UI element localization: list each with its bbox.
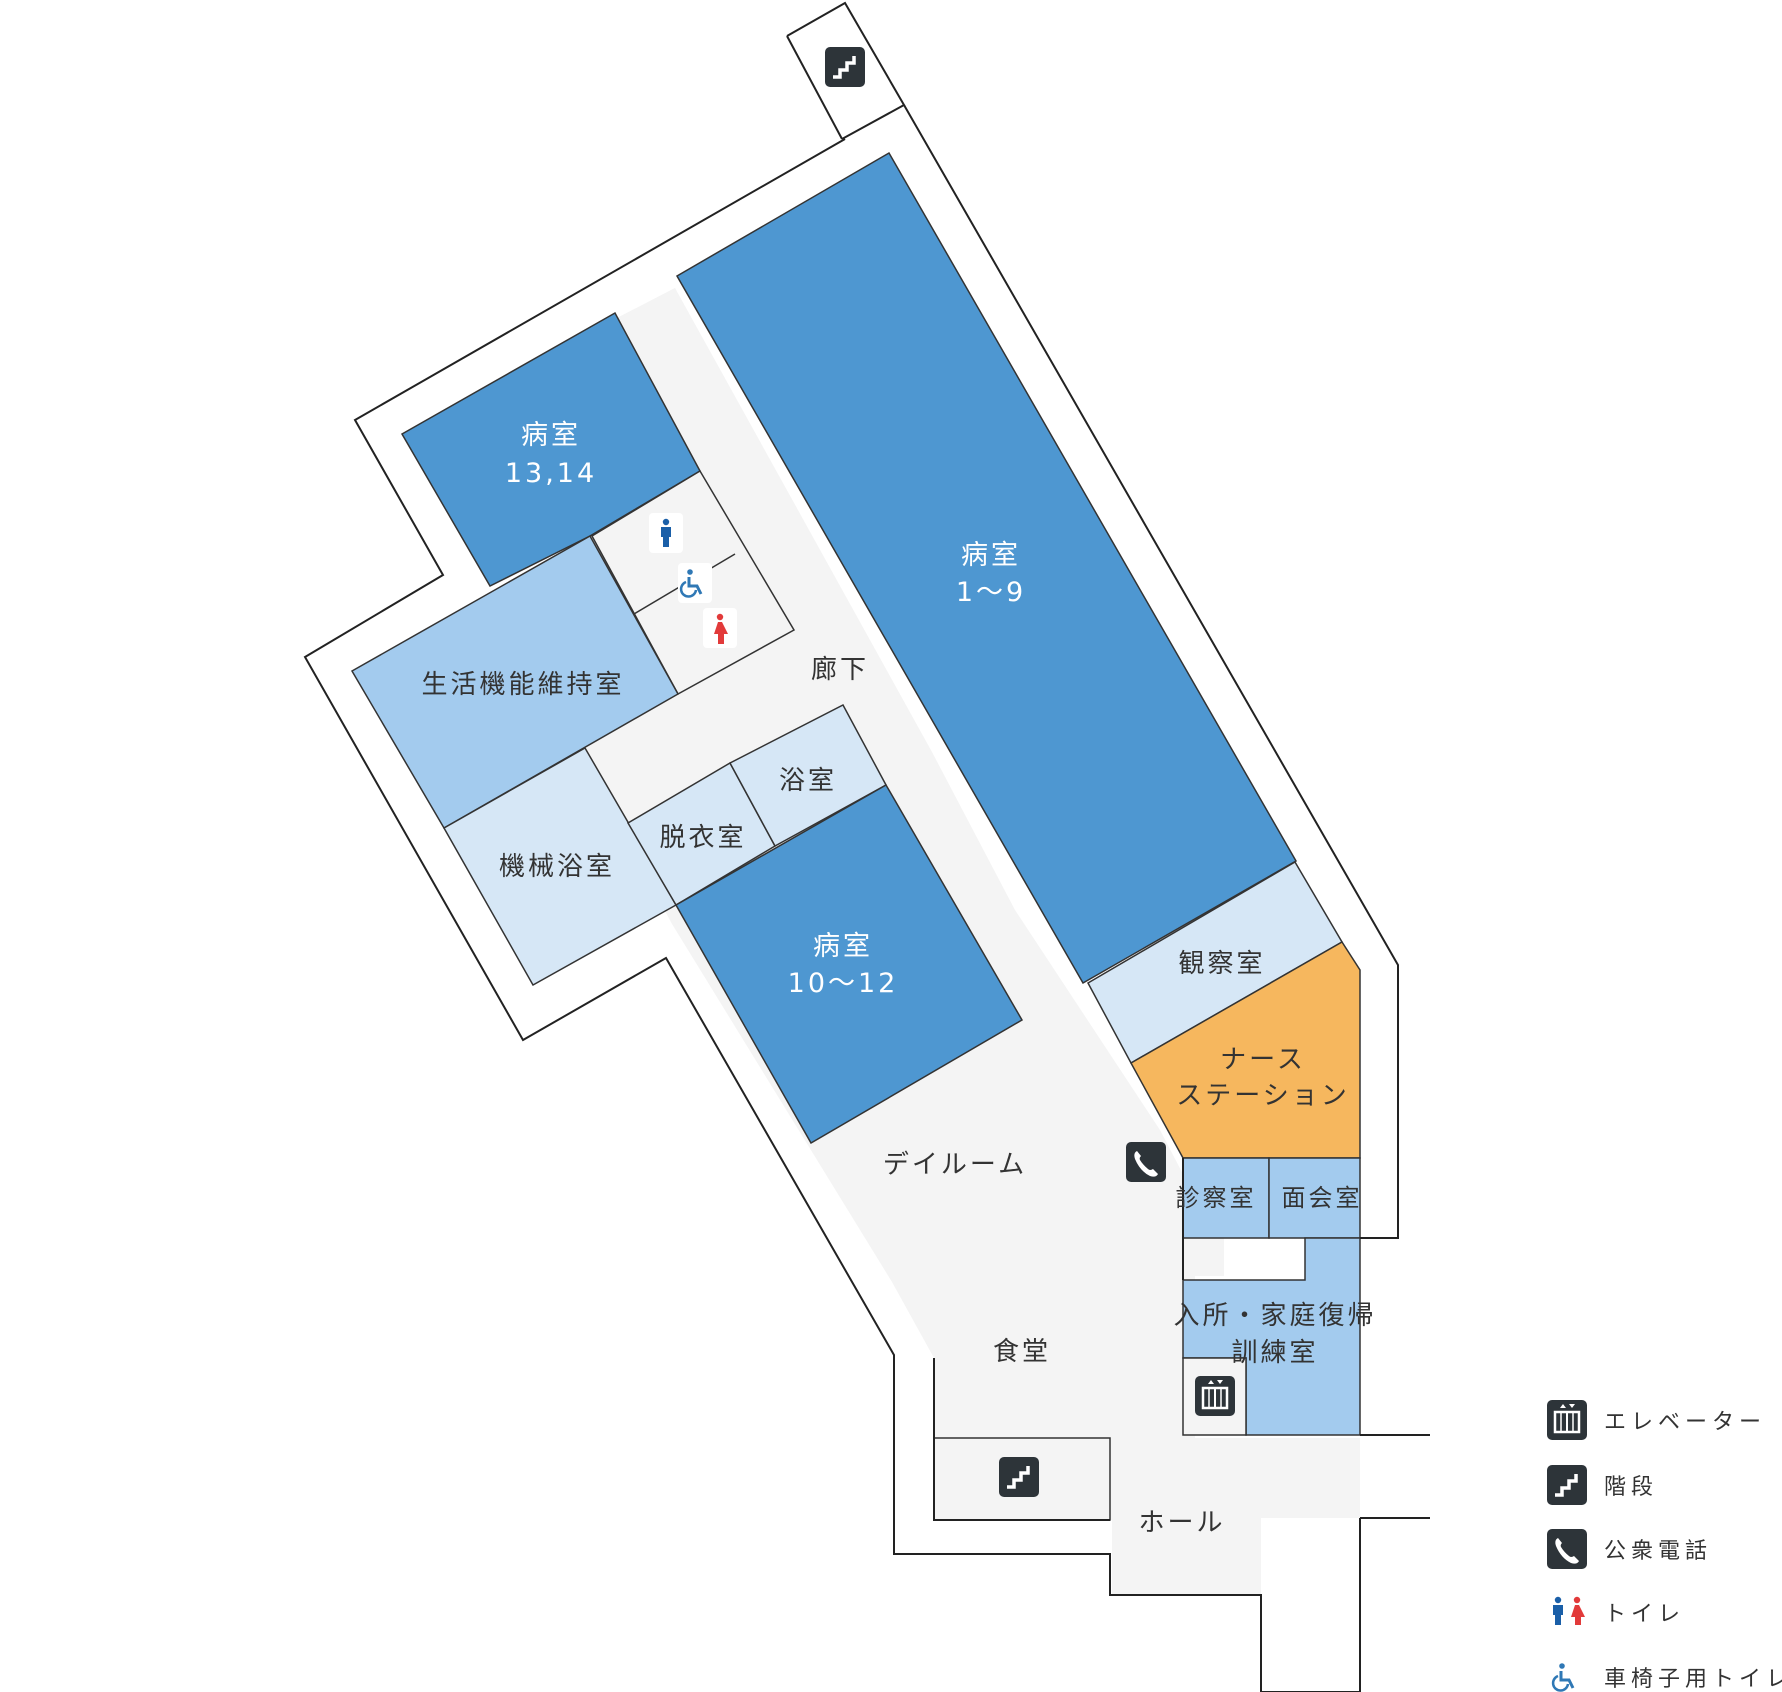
legend-item-elevator: エレベーター (1545, 1398, 1766, 1442)
legend: エレベーター 階段 公衆電話 トイレ 車椅子用トイレ (1545, 1398, 1782, 1692)
room-1-9[interactable] (675, 151, 1298, 985)
male-toilet-icon[interactable] (649, 513, 683, 553)
label-room-1-9-a: 病室 (961, 540, 1021, 571)
legend-item-phone: 公衆電話 (1547, 1529, 1712, 1569)
legend-label: 車椅子用トイレ (1604, 1667, 1782, 1692)
label-life-function: 生活機能維持室 (421, 670, 624, 700)
label-dining: 食堂 (993, 1337, 1051, 1367)
female-toilet-icon[interactable] (703, 608, 737, 648)
label-rehab-a: 入所・家庭復帰 (1173, 1301, 1376, 1331)
label-room-13-14-b: 13,14 (505, 458, 597, 489)
label-changing: 脱衣室 (659, 823, 746, 853)
label-room-13-14-a: 病室 (521, 420, 581, 451)
stairs-icon (1545, 1463, 1589, 1507)
stairs-icon[interactable] (823, 45, 867, 89)
legend-label: エレベーター (1604, 1410, 1766, 1435)
exam-room[interactable] (1182, 1157, 1270, 1239)
visiting-room[interactable] (1268, 1157, 1361, 1239)
label-nurse-b: ステーション (1176, 1081, 1349, 1111)
wheelchair-icon (1551, 1663, 1575, 1692)
room-10-12[interactable] (674, 783, 1024, 1145)
wheelchair-icon[interactable] (676, 561, 714, 605)
outer-walls (303, 1, 1430, 1692)
legend-item-stairs: 階段 (1545, 1463, 1658, 1507)
stairs-icon[interactable] (997, 1455, 1041, 1499)
label-mechanical-bath: 機械浴室 (499, 852, 615, 882)
legend-label: 公衆電話 (1604, 1539, 1712, 1564)
room-labels: 病室 13,14 病室 1～9 病室 10～12 生活機能維持室 機械浴室 脱衣… (421, 420, 1376, 1538)
label-exam: 診察室 (1176, 1184, 1257, 1212)
label-observation: 観察室 (1178, 949, 1265, 979)
legend-item-toilet: トイレ (1553, 1596, 1685, 1627)
rooms (350, 151, 1361, 1521)
label-rehab-b: 訓練室 (1231, 1338, 1318, 1368)
label-room-10-12-a: 病室 (813, 931, 873, 962)
phone-icon (1547, 1529, 1587, 1569)
elevator-icon[interactable] (1193, 1374, 1237, 1418)
label-room-10-12-b: 10～12 (788, 968, 899, 999)
label-hall: ホール (1138, 1508, 1225, 1538)
label-visiting: 面会室 (1282, 1184, 1363, 1212)
nurse-station[interactable] (1129, 940, 1361, 1159)
label-bath: 浴室 (779, 766, 837, 796)
legend-item-wheelchair: 車椅子用トイレ (1551, 1663, 1782, 1692)
elevator-icon (1545, 1398, 1589, 1442)
label-corridor: 廊下 (811, 655, 869, 685)
label-dayroom: デイルーム (883, 1150, 1027, 1180)
legend-label: トイレ (1604, 1602, 1685, 1627)
legend-label: 階段 (1604, 1475, 1658, 1500)
label-room-1-9-b: 1～9 (956, 577, 1026, 608)
life-function-room[interactable] (350, 534, 680, 830)
toilet-icon (1553, 1596, 1585, 1625)
phone-icon[interactable] (1126, 1142, 1166, 1182)
label-nurse-a: ナース (1220, 1045, 1306, 1075)
